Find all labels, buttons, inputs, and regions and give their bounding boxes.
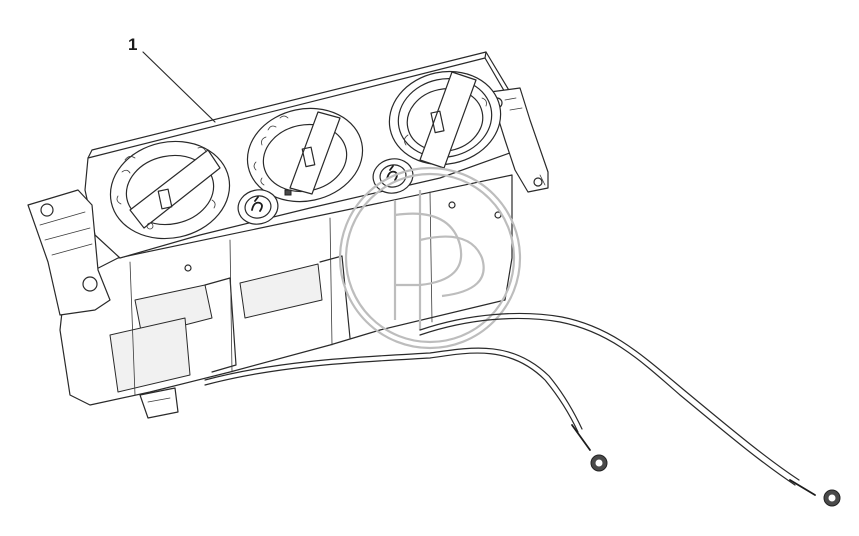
callout-label: 1	[128, 35, 137, 54]
callout-1: 1	[128, 35, 216, 123]
left-push-button	[237, 189, 279, 225]
left-rotary-knob	[109, 140, 231, 240]
left-ring-terminal	[590, 454, 608, 472]
right-rotary-knob	[388, 70, 502, 169]
wire-harness	[204, 312, 816, 496]
right-ring-terminal	[823, 489, 841, 507]
middle-rotary-knob	[246, 107, 364, 203]
circular-logo-watermark	[338, 166, 522, 350]
